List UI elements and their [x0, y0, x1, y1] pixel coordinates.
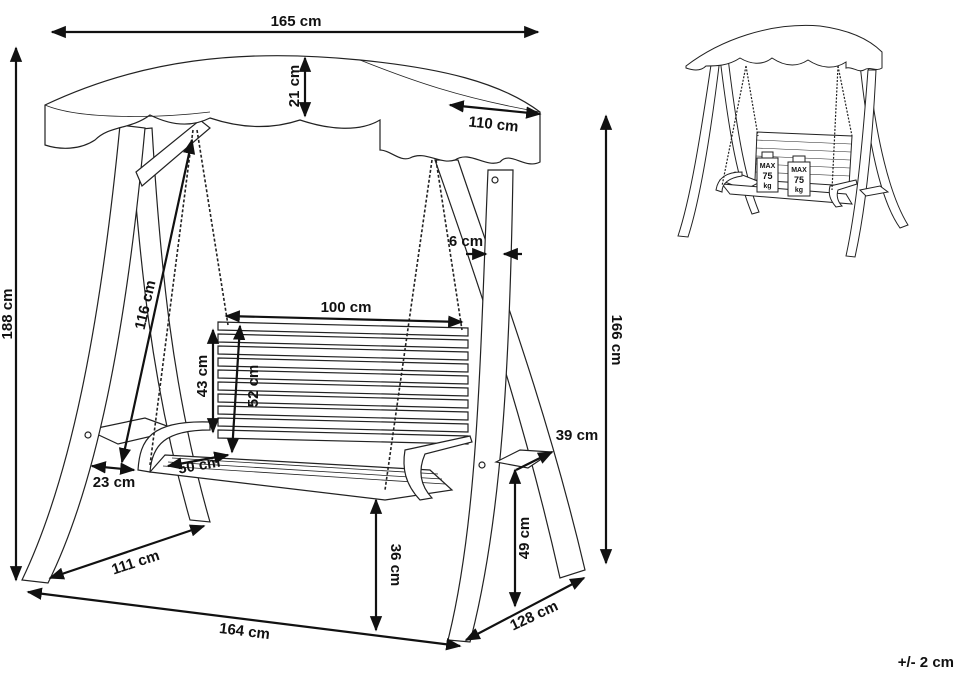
dim-line-frame-length — [26, 587, 462, 651]
load-max-left: MAX — [760, 163, 776, 170]
bolt — [491, 176, 499, 184]
weight-tag-right — [787, 155, 811, 197]
load-value-right: 75 — [794, 175, 804, 185]
backrest-slat — [217, 417, 469, 433]
dimension-lines — [9, 25, 613, 651]
backrest-slat — [217, 321, 469, 337]
label-canopy-width: 165 cm — [271, 13, 322, 30]
thumbnail-swing — [677, 24, 909, 258]
backrest-slat — [217, 333, 469, 349]
bolt — [84, 431, 92, 439]
right-armrest — [403, 435, 473, 501]
thumbnail-load-labels: MAX 75 kg MAX 75 kg — [760, 163, 807, 194]
label-base-depth-left: 111 cm — [110, 547, 162, 578]
load-value-left: 75 — [762, 171, 772, 181]
dim-line-backrest-b — [226, 324, 246, 454]
label-side-table-width: 39 cm — [556, 427, 599, 444]
label-seat-width: 100 cm — [321, 299, 372, 316]
label-canopy-height: 21 cm — [286, 65, 303, 108]
dim-line-armrest-offset — [90, 461, 136, 475]
dim-line-seat-depth — [166, 451, 230, 470]
label-armrest-offset: 23 cm — [93, 474, 136, 491]
main-swing-drawing — [21, 55, 586, 643]
weight-tag-left — [756, 151, 779, 193]
label-beam-width: 6 cm — [449, 233, 483, 250]
load-unit-left: kg — [763, 183, 771, 190]
label-side-table-height: 49 cm — [516, 517, 533, 560]
label-frame-length: 164 cm — [218, 620, 271, 643]
label-backrest-a: 43 cm — [194, 355, 211, 398]
load-max-right: MAX — [791, 167, 807, 174]
dim-line-seat-width — [224, 310, 464, 328]
label-total-height: 188 cm — [0, 289, 16, 340]
backrest-slat — [217, 429, 469, 445]
dim-line-canopy-depth — [448, 100, 542, 119]
backrest-slat — [217, 345, 469, 361]
dim-line-side-table-width — [515, 451, 554, 471]
dim-line-base-depth-right — [464, 577, 586, 641]
dimension-labels: 165 cm 21 cm 110 cm 188 cm 116 cm 6 cm 1… — [0, 13, 625, 643]
dim-line-base-depth-left — [48, 524, 206, 580]
tolerance-note: +/- 2 cm — [898, 654, 954, 671]
label-backrest-b: 52 cm — [245, 365, 262, 408]
dim-line-chain-length — [118, 138, 196, 464]
label-canopy-depth: 110 cm — [468, 113, 520, 135]
label-seat-clearance: 36 cm — [387, 544, 404, 587]
load-unit-right: kg — [795, 187, 803, 194]
label-inner-height: 166 cm — [608, 315, 625, 366]
bolt — [478, 461, 486, 469]
